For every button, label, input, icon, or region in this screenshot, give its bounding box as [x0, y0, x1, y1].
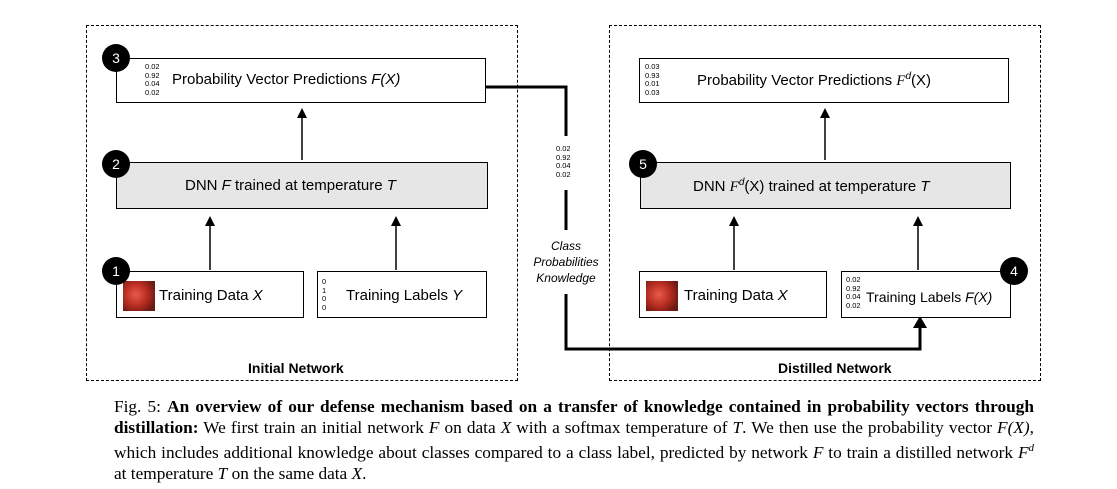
dnn-box-right: DNN Fd(X) trained at temperature T: [640, 162, 1011, 209]
distilled-network-panel: [609, 25, 1041, 381]
figure-caption: Fig. 5: An overview of our defense mecha…: [114, 397, 1035, 483]
initial-network-title: Initial Network: [248, 360, 344, 376]
training-labels-box-right: 0.02 0.92 0.04 0.02 Training Labels F(X): [841, 271, 1011, 318]
transfer-arrowhead: [913, 316, 927, 328]
training-labels-label-left: Training Labels Y: [346, 287, 463, 304]
training-data-box-left: Training Data X: [116, 271, 304, 318]
transfer-line-top: [486, 85, 568, 136]
step-badge-5: 5: [629, 150, 657, 178]
training-labels-box-left: 0 1 0 0 Training Labels Y: [317, 271, 487, 318]
label-values-right: 0.02 0.92 0.04 0.02: [846, 275, 861, 310]
dnn-label-right: DNN Fd(X) trained at temperature T: [693, 177, 930, 195]
label-values-left: 0 1 0 0: [322, 277, 327, 312]
prob-label-right: Probability Vector Predictions Fd(X): [697, 71, 931, 89]
class-probabilities-knowledge-label: Class Probabilities Knowledge: [533, 239, 599, 285]
initial-network-panel: [86, 25, 518, 381]
training-data-label-left: Training Data X: [159, 287, 263, 304]
prob-values-right: 0.03 0.93 0.01 0.03: [645, 62, 660, 97]
dnn-label-left: DNN F trained at temperature T: [185, 177, 396, 194]
prob-label-left: Probability Vector Predictions F(X): [172, 71, 401, 88]
distilled-network-title: Distilled Network: [778, 360, 892, 376]
step-badge-3: 3: [102, 44, 130, 72]
prob-vector-box-left: 0.02 0.92 0.04 0.02 Probability Vector P…: [116, 58, 486, 103]
step-badge-2: 2: [102, 150, 130, 178]
prob-values-left: 0.02 0.92 0.04 0.02: [145, 62, 160, 97]
training-data-label-right: Training Data X: [684, 287, 788, 304]
training-data-box-right: Training Data X: [639, 271, 827, 318]
prob-vector-box-right: 0.03 0.93 0.01 0.03 Probability Vector P…: [639, 58, 1009, 103]
training-labels-label-right: Training Labels F(X): [866, 289, 993, 305]
transfer-line-bottom: [564, 294, 922, 351]
car-image-thumbnail: [123, 281, 155, 311]
step-badge-1: 1: [102, 257, 130, 285]
transfer-values: 0.02 0.92 0.04 0.02: [556, 144, 571, 179]
connector-arrows: [205, 85, 927, 351]
step-badge-4: 4: [1000, 257, 1028, 285]
car-image-thumbnail-right: [646, 281, 678, 311]
dnn-box-left: DNN F trained at temperature T: [116, 162, 488, 209]
